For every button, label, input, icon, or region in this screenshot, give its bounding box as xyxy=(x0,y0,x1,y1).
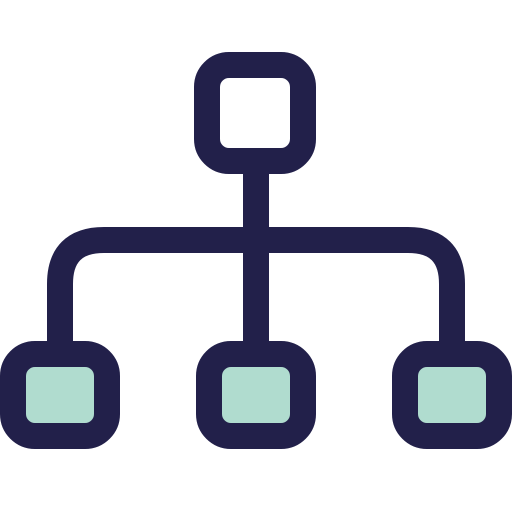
root-node xyxy=(194,52,316,174)
left-child-node xyxy=(0,341,120,449)
connector-lines xyxy=(47,147,465,367)
right-child-node xyxy=(392,341,512,449)
middle-child-node xyxy=(196,341,316,449)
